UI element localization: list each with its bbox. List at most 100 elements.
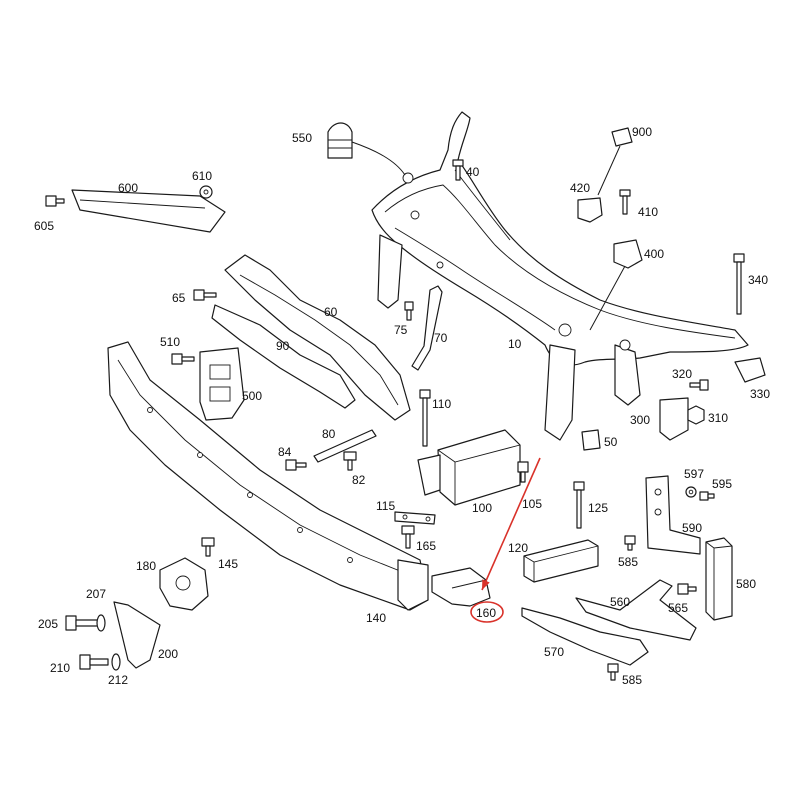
label-75: 75 [394,323,408,337]
part-120-profile[interactable] [523,539,599,583]
part-585-bolt-a[interactable] [624,535,636,551]
label-100: 100 [472,501,492,515]
label-165: 165 [416,539,436,553]
label-590: 590 [682,521,702,535]
part-310-nut[interactable] [687,405,705,425]
part-600-rail[interactable] [71,189,226,233]
part-560-bracket[interactable] [575,579,697,641]
label-550: 550 [292,131,312,145]
part-400-bracket[interactable] [589,239,643,331]
part-10-front-carrier[interactable] [371,111,749,441]
label-40: 40 [466,165,480,179]
part-590-bracket[interactable] [645,475,701,555]
label-340: 340 [748,273,768,287]
label-900: 900 [632,125,652,139]
label-90: 90 [276,339,290,353]
part-212-washer[interactable] [111,653,121,671]
part-90-strip[interactable] [211,304,356,409]
part-110-bolt[interactable] [419,389,431,447]
part-565-bolt[interactable] [677,583,697,595]
label-115: 115 [376,499,395,513]
label-330: 330 [750,387,770,401]
part-65-bolt[interactable] [193,289,217,301]
label-205: 205 [38,617,58,631]
label-500: 500 [242,389,262,403]
part-75-bolt[interactable] [404,301,414,321]
part-100-absorber[interactable] [417,429,521,506]
label-595: 595 [712,477,732,491]
label-605: 605 [34,219,54,233]
part-610-washer[interactable] [199,185,213,199]
label-320: 320 [672,367,692,381]
label-400: 400 [644,247,664,261]
label-210: 210 [50,661,70,675]
label-410: 410 [638,205,658,219]
part-410-bolt[interactable] [619,189,631,215]
label-80: 80 [322,427,336,441]
label-120: 120 [508,541,528,555]
part-140-bumper-beam[interactable] [107,341,429,611]
part-40-bolt[interactable] [452,159,464,181]
part-50-bracket[interactable] [581,429,601,451]
part-580-profile[interactable] [705,537,733,621]
part-330-bracket[interactable] [734,357,766,383]
label-600: 600 [118,181,138,195]
label-610: 610 [192,169,212,183]
part-105-bolt[interactable] [517,461,529,483]
part-205-bolt[interactable] [65,615,99,631]
part-210-bolt[interactable] [79,654,109,670]
part-585-bolt-b[interactable] [607,663,619,681]
part-550-buffer[interactable] [327,122,406,176]
part-597-washer[interactable] [685,486,697,498]
callout-labels: 550 40 900 420 410 400 340 600 610 605 6… [34,125,770,687]
part-420-bracket[interactable] [577,197,603,223]
part-320-bolt[interactable] [689,379,709,391]
label-565: 565 [668,601,688,615]
part-510-bolt[interactable] [171,353,195,365]
part-165-bolt[interactable] [401,525,415,549]
label-60: 60 [324,305,338,319]
label-310: 310 [708,411,728,425]
label-82: 82 [352,473,366,487]
highlight-160 [470,457,541,623]
part-605-clip[interactable] [45,195,65,207]
part-500-bracket[interactable] [199,347,245,421]
label-180: 180 [136,559,156,573]
label-570: 570 [544,645,564,659]
label-65: 65 [172,291,186,305]
part-84-bolt[interactable] [285,459,307,471]
part-900-clip[interactable] [597,127,633,196]
part-200-bracket[interactable] [113,601,161,669]
label-125: 125 [588,501,608,515]
part-340-bolt[interactable] [733,253,745,315]
part-80-pin[interactable] [313,429,377,463]
label-160: 160 [476,606,496,620]
part-70-rod[interactable] [411,285,443,371]
part-595-bolt[interactable] [699,491,715,501]
label-10: 10 [508,337,522,351]
label-300: 300 [630,413,650,427]
part-115-bracket[interactable] [394,511,436,525]
label-84: 84 [278,445,292,459]
label-207: 207 [86,587,106,601]
label-212: 212 [108,673,128,687]
label-585-a: 585 [618,555,638,569]
part-300-bracket[interactable] [659,397,689,441]
label-70: 70 [434,331,448,345]
part-125-bolt[interactable] [573,481,585,529]
label-420: 420 [570,181,590,195]
part-570-bracket[interactable] [521,607,649,666]
part-180-bracket[interactable] [159,557,209,611]
label-597: 597 [684,467,704,481]
label-580: 580 [736,577,756,591]
part-145-bolt[interactable] [201,537,215,557]
part-60-carrier[interactable] [224,254,411,421]
part-207-washer[interactable] [96,614,106,632]
label-585-b: 585 [622,673,642,687]
part-160-bracket[interactable] [431,567,491,607]
label-110: 110 [432,397,451,411]
label-560: 560 [610,595,630,609]
part-82-bolt[interactable] [343,451,357,471]
